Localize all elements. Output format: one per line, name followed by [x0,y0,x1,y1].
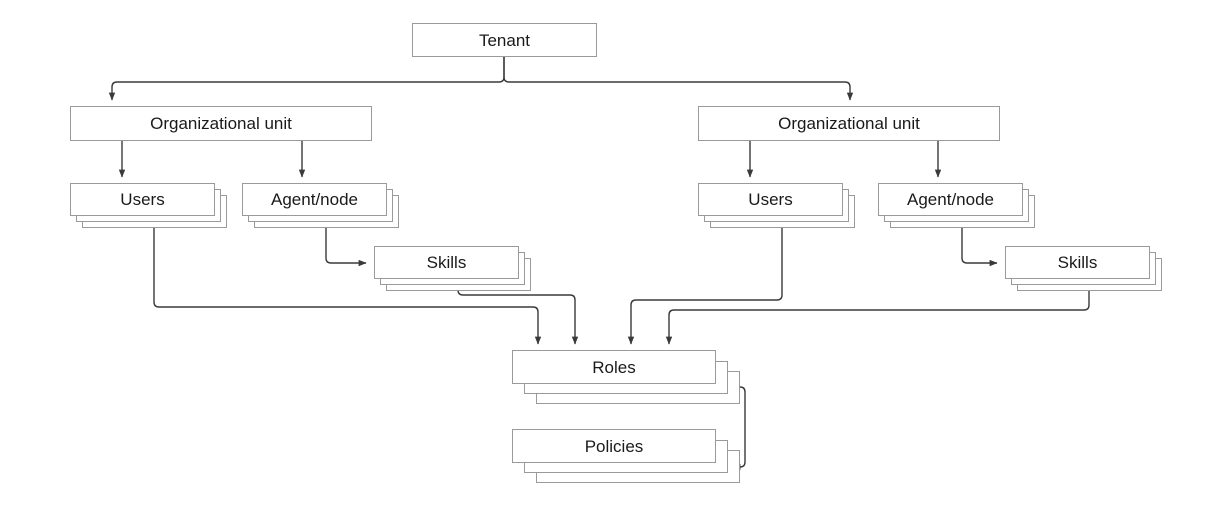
node-policies-label: Policies [584,436,644,456]
node-users-right[interactable]: Users [698,183,843,216]
node-agent-node-left-label: Agent/node [271,190,358,209]
edge-skills-left-to-roles [457,289,579,345]
node-policies[interactable]: Policies [512,429,716,463]
node-tenant[interactable]: Tenant [412,23,597,57]
node-agent-node-right[interactable]: Agent/node [878,183,1023,216]
edge-skills-right-to-roles [665,291,1090,345]
node-skills-left-label: Skills [426,253,467,272]
edge-agent-right-to-skills-right [961,228,998,267]
edge-users-right-to-roles [627,228,783,345]
edge-agent-left-to-skills-left [325,228,367,267]
node-roles-label: Roles [592,357,636,377]
node-users-left-label: Users [120,190,165,209]
node-tenant-label: Tenant [478,30,531,50]
node-org-unit-left[interactable]: Organizational unit [70,106,372,141]
edge-tenant-to-org-right [503,57,854,101]
edge-tenant-to-org-left [108,57,505,101]
node-skills-right[interactable]: Skills [1005,246,1150,279]
node-roles[interactable]: Roles [512,350,716,384]
node-users-left[interactable]: Users [70,183,215,216]
node-org-unit-right[interactable]: Organizational unit [698,106,1000,141]
node-org-unit-left-label: Organizational unit [150,114,292,133]
edge-users-left-to-roles [153,228,542,345]
node-agent-node-right-label: Agent/node [907,190,994,209]
node-org-unit-right-label: Organizational unit [778,114,920,133]
node-skills-left[interactable]: Skills [374,246,519,279]
edge-roles-to-policies [727,386,746,471]
node-skills-right-label: Skills [1057,253,1098,272]
node-users-right-label: Users [748,190,793,209]
node-agent-node-left[interactable]: Agent/node [242,183,387,216]
